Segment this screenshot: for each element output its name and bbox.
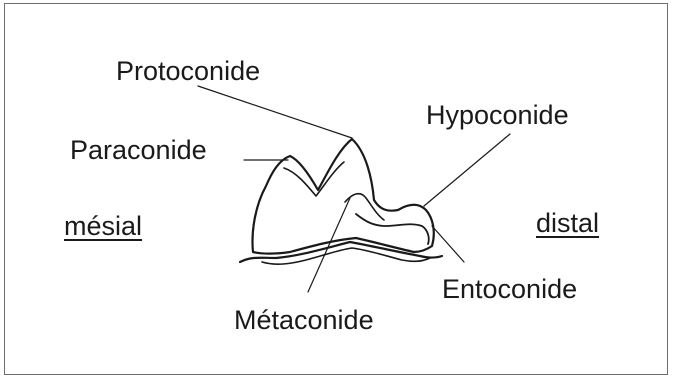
leader-hypoconide bbox=[424, 134, 510, 206]
occlusal-inner-line bbox=[284, 162, 344, 196]
label-paraconide: Paraconide bbox=[70, 137, 207, 164]
label-protoconide: Protoconide bbox=[116, 58, 260, 85]
label-metaconide: Métaconide bbox=[234, 307, 374, 334]
label-distal: distal bbox=[536, 210, 599, 237]
label-mesial: mésial bbox=[64, 213, 142, 240]
metaconide-ridge bbox=[345, 194, 384, 220]
label-hypoconide: Hypoconide bbox=[426, 102, 569, 129]
label-entoconide: Entoconide bbox=[442, 276, 577, 303]
crown-outline bbox=[253, 139, 434, 254]
leader-protoconide bbox=[198, 86, 352, 138]
